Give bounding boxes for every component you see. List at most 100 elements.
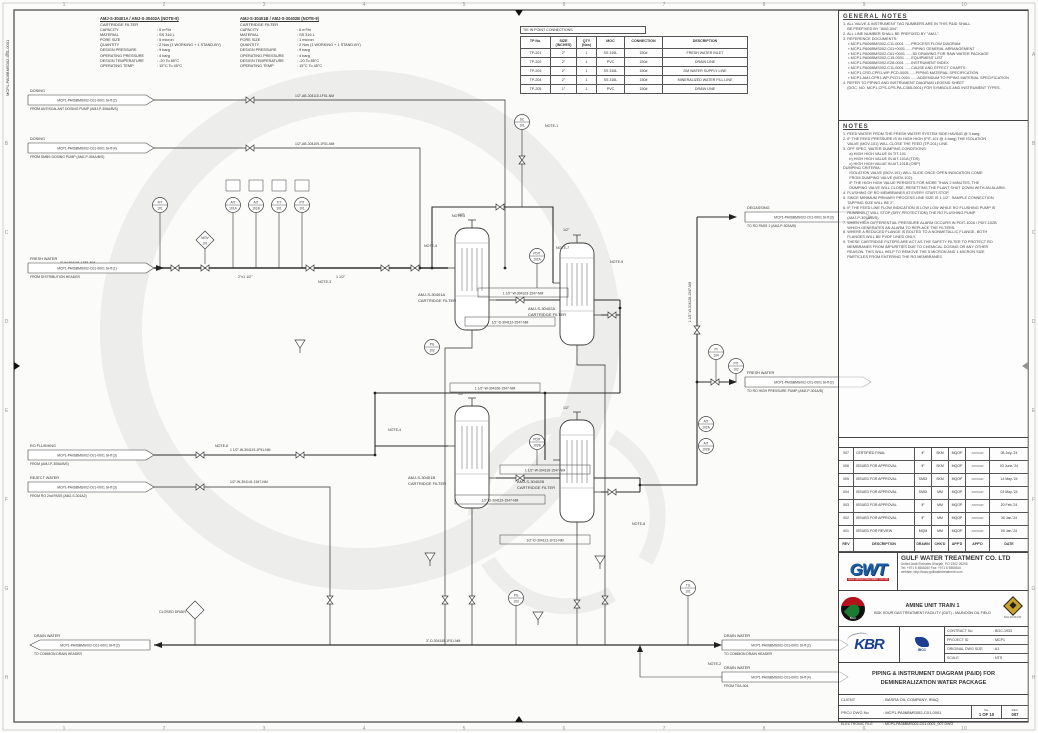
company-name: GULF WATER TREATMENT CO. LTD <box>901 555 1011 562</box>
offpage-flags <box>27 94 872 683</box>
note-line: DUMPING CRITERIA: <box>843 166 881 171</box>
svg-text:TO COMMON DRAIN HEADER: TO COMMON DRAIN HEADER <box>724 652 773 656</box>
svg-text:NOTE-9: NOTE-9 <box>610 260 623 264</box>
note-line: 1. ALL VALVE & INSTRUMENT TAG NUMBERS AR… <box>843 22 971 26</box>
svg-text:AMJ-S-30402B: AMJ-S-30402B <box>517 479 544 484</box>
svg-text:1/2"-D-304112-1547-NM: 1/2"-D-304112-1547-NM <box>492 321 529 325</box>
ibcc-mark-icon <box>915 637 929 647</box>
spec-row: QUANTITY: 2 Nos (1 WORKING + 1 STAND-BY) <box>100 43 221 48</box>
svg-text:FRESH WATER: FRESH WATER <box>747 371 774 375</box>
gwt-logo-subtext: GULF WATER TREATMENT CO LTD <box>847 578 889 582</box>
svg-text:TO RO HIGH PRESSURE PUMP (AMJ-: TO RO HIGH PRESSURE PUMP (AMJ-P-301A/B) <box>747 389 823 393</box>
note-line: 5. SINCE MINIMUM PRIMARY PROCESS LINE SI… <box>843 195 994 200</box>
spec-row: OPERATING PRESSURE: 4 barg <box>240 53 310 58</box>
svg-text:PIT: PIT <box>734 362 739 366</box>
svg-text:AIT: AIT <box>704 442 709 446</box>
note-line: 2. ALL LINE NUMBER SHALL BE PREFIXED BY … <box>843 31 940 36</box>
svg-text:AIT: AIT <box>254 201 259 205</box>
svg-text:MCP1-PA06BMS002-C01-0001 SHT(: MCP1-PA06BMS002-C01-0001 SHT(3) <box>774 215 833 219</box>
side-stamp: MCP1-PA06BMS002-C01-0001 <box>5 39 10 96</box>
note-line: WHICH GENERATES AN ALARM TO REPLACE THE … <box>843 225 956 230</box>
right-panel: GENERAL NOTES 1. ALL VALVE & INSTRUMENT … <box>838 10 1028 726</box>
svg-text:1/2"-D-304119-1547-NM: 1/2"-D-304119-1547-NM <box>482 499 519 503</box>
svg-text:102: 102 <box>429 349 435 353</box>
proj-dwg-value: : MCP1-PA06BMS002-C01-0001 <box>883 709 942 715</box>
svg-text:FIT: FIT <box>158 201 163 205</box>
spec-row: DESIGN PRESSURE: 9 barg <box>100 48 170 53</box>
note-line: 2. IF THE FEED PRESSURE IS IN HIGH HIGH … <box>843 136 987 141</box>
note-line: ▪ MCP1-PA06BMS002-C15-0001 ......EQUIPME… <box>843 56 943 61</box>
junctions-arrows <box>154 214 737 652</box>
svg-text:101: 101 <box>276 207 282 211</box>
contract-field-row: CONTRACT No: BGC-1933 <box>945 627 1028 636</box>
general-notes-section: GENERAL NOTES 1. ALL VALVE & INSTRUMENT … <box>839 11 1028 121</box>
svg-text:FROM RO 2nd PASS (AMJ-S-301A2): FROM RO 2nd PASS (AMJ-S-301A2) <box>30 494 87 498</box>
spec-row: MATERIAL: SS 316 L <box>240 33 315 38</box>
svg-text:1/2"-AB-304110-1F51-NM: 1/2"-AB-304110-1F51-NM <box>295 94 334 98</box>
note-line: (DOC. NO. MCP1-CPS-CPS-PA-C365-0001) FOR… <box>843 85 1001 90</box>
svg-text:1/2": 1/2" <box>563 406 570 410</box>
spec-row: DESIGN TEMPERATURE: -20 To 85°C <box>100 58 180 63</box>
note-line: 8. WHERE A REDUCED FLANGE IS BOLTED TO A… <box>843 230 988 235</box>
svg-text:PDIT: PDIT <box>533 252 540 256</box>
drawing-title-line2: DEMINERALIZATION WATER PACKAGE <box>880 679 987 686</box>
svg-text:FROM (AMJ-P-305A/B/S): FROM (AMJ-P-305A/B/S) <box>30 462 69 466</box>
svg-text:TO RO PASS 1 (AMJ-P-302A/B): TO RO PASS 1 (AMJ-P-302A/B) <box>747 224 796 228</box>
note-line: ▪ MCP1-PA06BMS002-C11-0001 ......PROCESS… <box>843 41 961 46</box>
svg-text:DRAIN WATER: DRAIN WATER <box>34 634 60 638</box>
note-line: TAPPING SIZE WILL BE 2". <box>843 200 895 205</box>
svg-text:CLOSED DRAIN: CLOSED DRAIN <box>159 610 186 614</box>
svg-text:CARTRIDGE FILTER: CARTRIDGE FILTER <box>528 312 566 317</box>
svg-text:TG: TG <box>686 584 691 588</box>
svg-text:1/2": 1/2" <box>458 392 465 396</box>
notes-section: NOTES 1. FEED WATER FROM THE FRESH WATER… <box>839 121 1028 438</box>
bgc-logo-text: BGC <box>849 615 857 620</box>
svg-text:NOTE-3: NOTE-3 <box>318 280 331 284</box>
svg-text:AMJ-S-30401A: AMJ-S-30401A <box>418 292 445 297</box>
electronic-file-label: ELECTRONIC FILE <box>841 722 873 727</box>
svg-text:1 1/2"-W-304106-1547-NM: 1 1/2"-W-304106-1547-NM <box>475 387 516 391</box>
svg-text:CARTRIDGE FILTER: CARTRIDGE FILTER <box>408 481 446 486</box>
svg-text:TO COMMON DRAIN HEADER: TO COMMON DRAIN HEADER <box>34 652 83 656</box>
equipment-tag: AMJ-S-30401B / AMJ-S-30402B (NOTE-9) <box>240 16 320 21</box>
notes-title: NOTES <box>843 124 869 130</box>
svg-text:MCP1-PA06BMS002-C01-0001 SHT(: MCP1-PA06BMS002-C01-0001 SHT(1) <box>57 266 116 270</box>
svg-text:NOTE-9: NOTE-9 <box>424 244 437 248</box>
project-banner-line1: AMINE UNIT TRAIN 1 <box>905 602 960 609</box>
svg-text:FROM DISTRIBUTION HEADER: FROM DISTRIBUTION HEADER <box>30 275 80 279</box>
note-line: ▪ MCP1-PA06BMS002-C11-0001 ......CAUSE A… <box>843 66 966 71</box>
svg-text:102: 102 <box>733 368 739 372</box>
svg-text:102B: 102B <box>533 444 540 448</box>
majnoon-logo-text: MAJNOON <box>1004 614 1022 619</box>
majnoon-logo: MAJNOON <box>1000 595 1026 619</box>
svg-text:PI: PI <box>714 348 717 352</box>
vessel-30401A <box>447 219 497 339</box>
note-line: 4. REFER TO PIPING AND INSTRUMENT DIAGRA… <box>843 81 965 86</box>
spec-row: DESIGN PRESSURE: 9 barg <box>240 48 310 53</box>
svg-text:103: 103 <box>513 600 519 604</box>
spec-row: MATERIAL: SS 316 L <box>100 33 175 38</box>
svg-text:NOTE-2: NOTE-2 <box>708 662 721 666</box>
svg-text:DRAIN WATER: DRAIN WATER <box>724 634 750 638</box>
svg-text:AMJ-S-30402A: AMJ-S-30402A <box>528 306 555 311</box>
offpage-flag-text: MCP1-PA06BMS002-C01-0001 SHT(2) MCP1-PA0… <box>30 89 834 688</box>
svg-text:2"x1 1/2": 2"x1 1/2" <box>238 275 253 279</box>
svg-text:MOV: MOV <box>201 236 209 240</box>
gwt-logo-text: GWT <box>849 559 888 579</box>
svg-text:CARTRIDGE FILTER: CARTRIDGE FILTER <box>517 485 555 490</box>
svg-text:REJECT WATER: REJECT WATER <box>30 476 59 480</box>
spec-row: DESIGN TEMPERATURE: -20 To 85°C <box>240 58 320 63</box>
